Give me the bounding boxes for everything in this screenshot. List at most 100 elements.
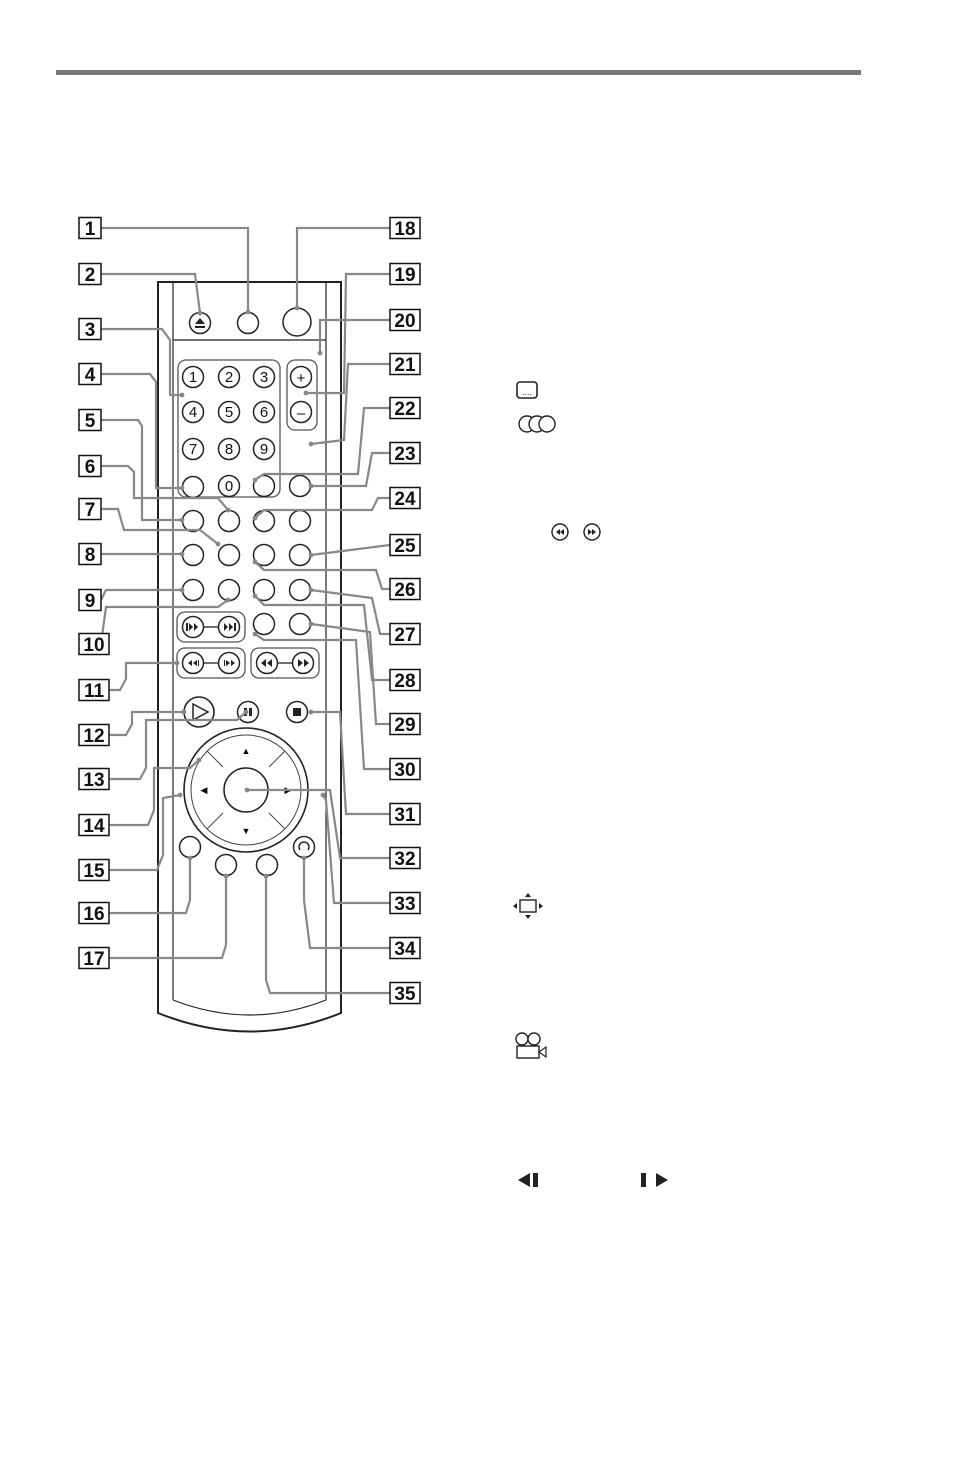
callout-label-1: 1	[79, 218, 101, 241]
button-r8c3[interactable]	[254, 614, 275, 635]
callout-label-8: 8	[79, 544, 101, 567]
button-bottom-mid2[interactable]	[257, 855, 278, 876]
scan-forward-button[interactable]	[219, 653, 240, 674]
leader-dot	[264, 874, 269, 879]
button-r5c1[interactable]	[183, 511, 204, 532]
number-key-1[interactable]: 1	[183, 367, 204, 388]
callout-number: 18	[394, 219, 415, 240]
svg-text:....: ....	[522, 387, 532, 397]
callout-number: 27	[394, 625, 415, 646]
button-r7c4[interactable]	[290, 580, 311, 601]
button-r6c4[interactable]	[290, 545, 311, 566]
button-r6c1[interactable]	[183, 545, 204, 566]
callout-number: 14	[83, 816, 105, 837]
callout-number: 29	[394, 715, 415, 736]
return-button[interactable]	[294, 837, 315, 858]
display-button[interactable]	[238, 313, 259, 334]
scan-rewind-fastforward-icon	[552, 524, 600, 540]
number-key-label: 5	[225, 404, 233, 421]
leader-dot	[295, 306, 300, 311]
callout-number: 20	[394, 311, 415, 332]
callout-number: 35	[394, 984, 416, 1005]
callout-label-2: 2	[79, 264, 101, 287]
leader-dot	[180, 518, 185, 523]
callout-number: 13	[83, 770, 104, 791]
leader-dot	[309, 710, 314, 715]
callout-label-31: 31	[390, 804, 420, 827]
leader-dot	[253, 516, 258, 521]
button-r5c2[interactable]	[219, 511, 240, 532]
button-r5c3[interactable]	[254, 511, 275, 532]
callout-number: 30	[394, 760, 415, 781]
callout-label-3: 3	[79, 319, 101, 342]
callout-label-10: 10	[79, 634, 109, 657]
callout-number: 6	[85, 457, 96, 478]
callout-number: 22	[394, 399, 415, 420]
power-button[interactable]	[283, 308, 311, 336]
leader-dot	[309, 484, 314, 489]
leader-dot	[178, 793, 183, 798]
callout-label-5: 5	[79, 410, 101, 433]
leader-dot	[244, 710, 249, 715]
leader-dot	[175, 661, 180, 666]
leader-dot	[309, 588, 314, 593]
callout-number: 12	[83, 726, 104, 747]
button-r5c4[interactable]	[290, 511, 311, 532]
callout-label-12: 12	[79, 725, 109, 748]
callout-label-18: 18	[390, 218, 420, 241]
callout-number: 16	[83, 904, 104, 925]
leader-dot	[309, 553, 314, 558]
callout-label-24: 24	[390, 488, 420, 511]
callout-number: 33	[394, 894, 415, 915]
button-r7c2[interactable]	[219, 580, 240, 601]
button-r6c2[interactable]	[219, 545, 240, 566]
number-key-label: 6	[260, 404, 268, 421]
clear-button[interactable]	[183, 477, 204, 498]
leader-dot	[180, 486, 185, 491]
callout-number: 26	[394, 580, 415, 601]
callout-number: 11	[84, 681, 105, 702]
volume-minus-button[interactable]: –	[291, 402, 312, 423]
button-bottom-mid1[interactable]	[216, 855, 237, 876]
callout-number: 8	[85, 545, 96, 566]
rewind-button[interactable]	[257, 653, 278, 674]
button-r4c4[interactable]	[290, 476, 311, 497]
leader-dot	[180, 393, 185, 398]
number-key-label: 1	[189, 369, 197, 386]
number-key-7[interactable]: 7	[183, 439, 204, 460]
audio-icon	[519, 416, 555, 432]
callout-label-26: 26	[390, 579, 420, 602]
number-key-label: 4	[189, 404, 197, 421]
number-key-label: 3	[260, 369, 268, 386]
play-button[interactable]	[184, 697, 214, 727]
number-key-3[interactable]: 3	[254, 367, 275, 388]
button-bottom-left[interactable]	[180, 837, 201, 858]
callout-number: 17	[83, 949, 104, 970]
stop-icon	[293, 708, 301, 716]
number-key-8[interactable]: 8	[219, 439, 240, 460]
number-key-2[interactable]: 2	[219, 367, 240, 388]
leader-dot	[253, 478, 258, 483]
open-close-button[interactable]	[190, 313, 211, 334]
previous-button[interactable]	[183, 617, 204, 638]
button-r8c4[interactable]	[290, 614, 311, 635]
number-key-0[interactable]: 0	[219, 476, 240, 497]
number-key-4[interactable]: 4	[183, 402, 204, 423]
callout-label-19: 19	[390, 264, 420, 287]
number-key-9[interactable]: 9	[254, 439, 275, 460]
scan-back-button[interactable]	[183, 653, 204, 674]
callout-label-17: 17	[79, 948, 109, 971]
callout-label-4: 4	[79, 364, 101, 387]
stop-button[interactable]	[287, 702, 308, 723]
number-key-6[interactable]: 6	[254, 402, 275, 423]
callout-label-29: 29	[390, 714, 420, 737]
button-r7c1[interactable]	[183, 580, 204, 601]
number-key-5[interactable]: 5	[219, 402, 240, 423]
callout-label-30: 30	[390, 759, 420, 782]
down-arrow-icon: ▼	[242, 826, 251, 836]
next-button[interactable]	[219, 617, 240, 638]
fast-forward-button[interactable]	[293, 653, 314, 674]
leader-dot	[224, 874, 229, 879]
volume-plus-button[interactable]: +	[291, 367, 312, 388]
